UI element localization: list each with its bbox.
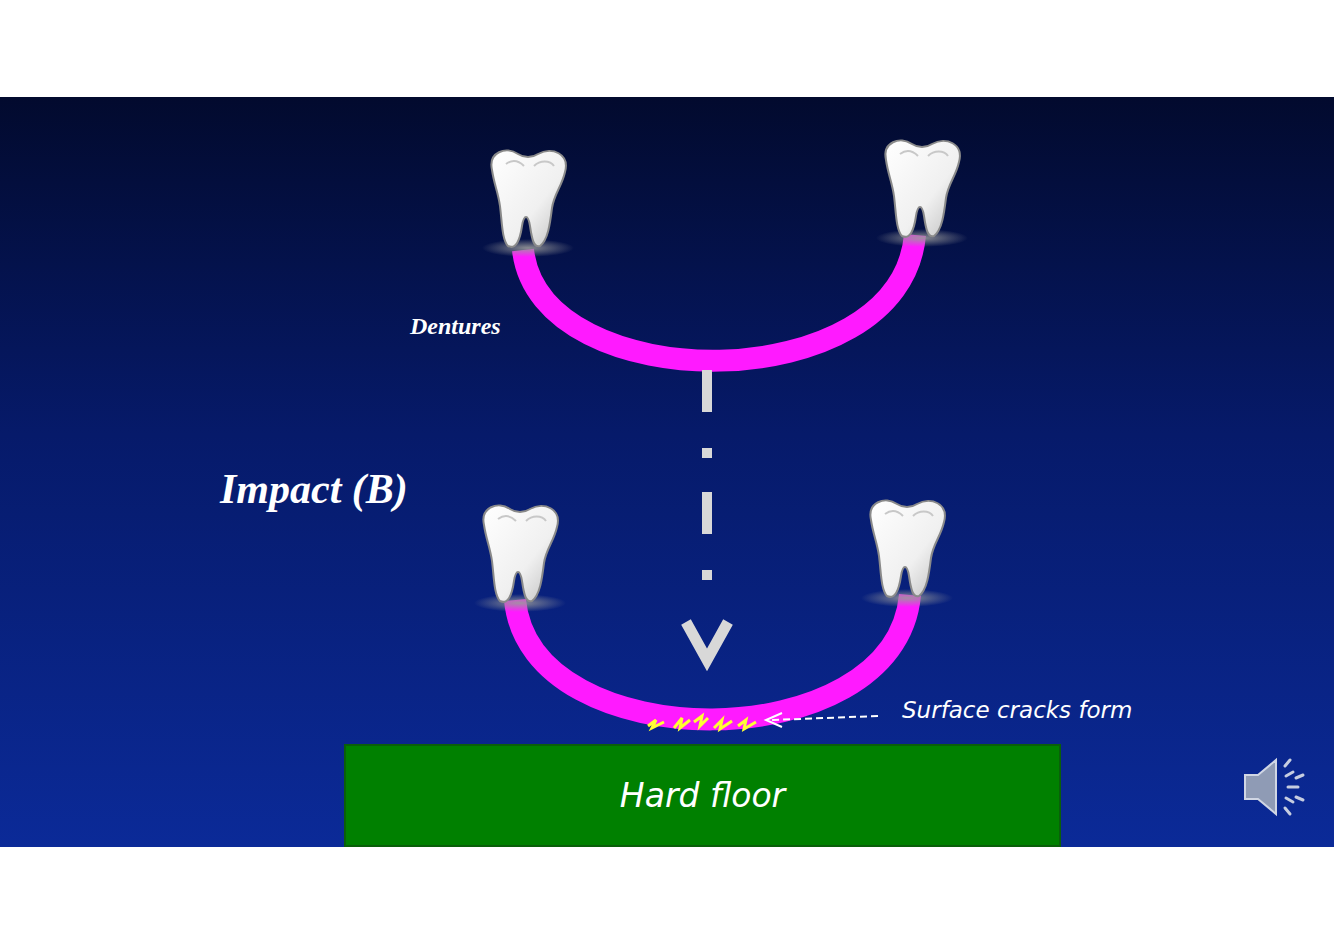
callout-label: Surface cracks form: [902, 697, 1132, 723]
speaker-icon: [1245, 760, 1303, 814]
tooth: [474, 506, 566, 612]
tooth: [876, 141, 968, 247]
stage-label: Impact (B): [220, 465, 408, 513]
surface-cracks: [648, 716, 756, 729]
tooth: [861, 501, 953, 607]
leader-line: [766, 713, 878, 727]
denture-base: [515, 595, 910, 719]
denture-base: [523, 235, 915, 361]
box-text: Hard floor: [620, 776, 785, 815]
background-panel: [0, 97, 1334, 847]
tooth: [482, 151, 574, 257]
part-label: Dentures: [410, 313, 501, 340]
fall-arrow: [686, 370, 728, 660]
floor-box: Hard floor: [344, 744, 1061, 847]
